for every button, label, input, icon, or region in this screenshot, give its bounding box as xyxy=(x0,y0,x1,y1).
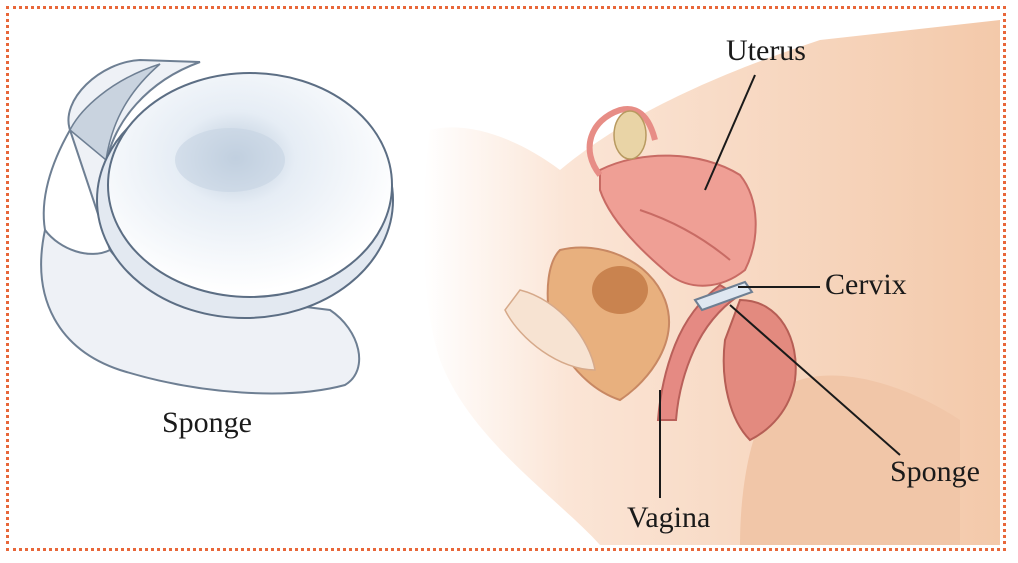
cervix-label: Cervix xyxy=(825,270,907,300)
sponge-device xyxy=(41,60,393,393)
ovary xyxy=(614,111,646,159)
uterus-label: Uterus xyxy=(726,36,806,66)
sponge-label-right: Sponge xyxy=(890,457,980,487)
vagina-label: Vagina xyxy=(627,503,710,533)
sponge-label-left: Sponge xyxy=(162,408,252,438)
